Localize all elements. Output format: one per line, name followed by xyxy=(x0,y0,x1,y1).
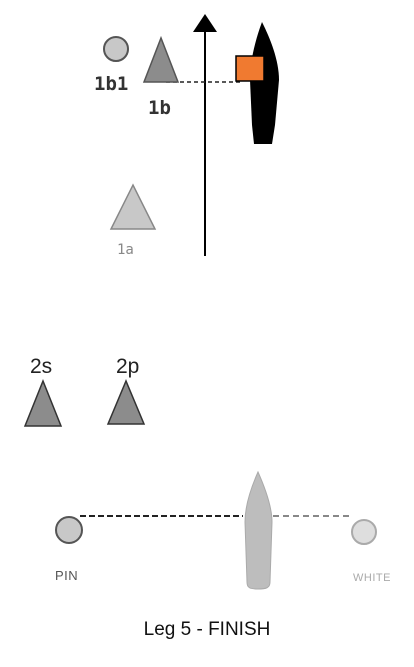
white-label: WHITE xyxy=(353,572,391,584)
mark-1b-triangle xyxy=(142,35,180,83)
pin-mark-circle xyxy=(55,516,83,544)
mark-1b1-label: 1b1 xyxy=(94,73,129,95)
pin-label: PIN xyxy=(55,568,79,583)
finish-boat xyxy=(244,470,273,590)
mark-1b-label: 1b xyxy=(148,97,171,119)
mark-1a-label: 1a xyxy=(117,242,134,258)
committee-boat xyxy=(250,22,279,144)
mark-2s-label: 2s xyxy=(30,355,53,378)
mark-2p-label: 2p xyxy=(116,355,140,378)
mark-2s-triangle xyxy=(23,378,63,427)
white-mark-circle xyxy=(351,519,377,545)
diagram-caption: Leg 5 - FINISH xyxy=(143,619,271,640)
mark-1a-triangle xyxy=(109,183,157,230)
committee-flag xyxy=(235,55,265,82)
mark-1b1-circle xyxy=(103,36,129,62)
mark-2p-triangle xyxy=(106,379,146,425)
arrow-up-icon xyxy=(193,14,217,32)
